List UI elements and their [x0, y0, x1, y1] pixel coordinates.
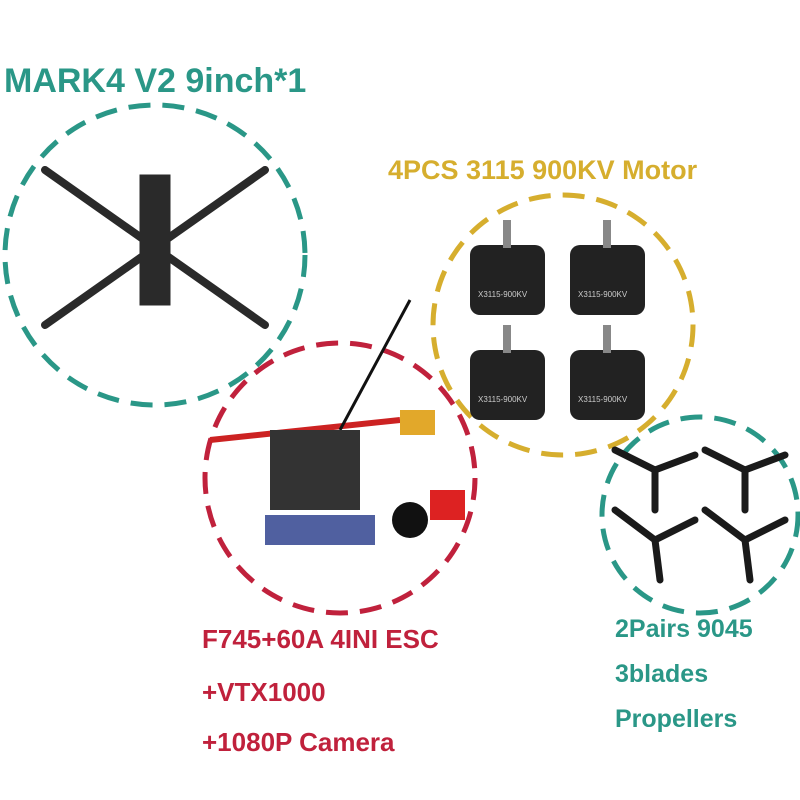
motor-label-1: X3115-900KV: [478, 290, 528, 299]
motor-label-2: X3115-900KV: [578, 290, 628, 299]
frame-title: MARK4 V2 9inch*1: [4, 62, 307, 100]
motor-label-4: X3115-900KV: [578, 395, 628, 404]
propellers-line-2: 3blades: [615, 660, 709, 688]
propellers-line-1: 2Pairs 9045: [615, 615, 753, 643]
electronics-line-1: F745+60A 4INI ESC: [202, 624, 439, 654]
propellers-dashed-circle: [599, 414, 800, 616]
frame-dashed-circle: [2, 102, 308, 408]
motors-dashed-circle: [430, 192, 696, 458]
electronics-line-3: +1080P Camera: [202, 727, 395, 757]
electronics-line-2: +VTX1000: [202, 677, 326, 707]
electronics-image: [209, 299, 465, 545]
motors-image: [470, 220, 645, 420]
motor-label-3: X3115-900KV: [478, 395, 528, 404]
frame-image: [41, 166, 269, 329]
propellers-image: [611, 446, 789, 584]
motors-title: 4PCS 3115 900KV Motor: [388, 155, 698, 185]
propellers-line-3: Propellers: [615, 705, 738, 733]
electronics-dashed-circle: [202, 340, 478, 616]
